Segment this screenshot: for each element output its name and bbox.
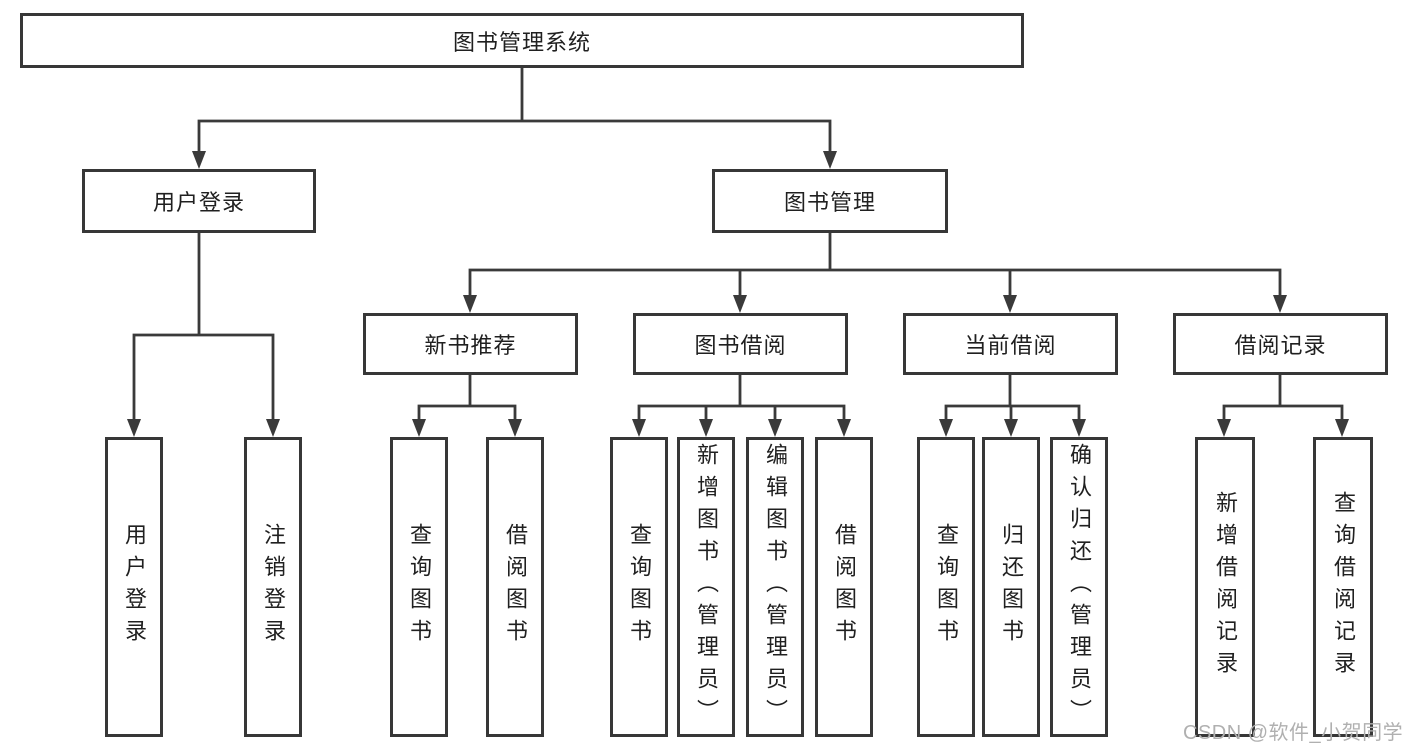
node-library-management-system: 图书管理系统: [20, 13, 1024, 68]
leaf-borrow-books-recommend: 借阅图书: [486, 437, 544, 737]
node-new-book-recommendation: 新书推荐: [363, 313, 578, 375]
node-label: 查询借阅记录: [1331, 491, 1356, 683]
node-label: 编辑图书（管理员）: [763, 443, 788, 731]
leaf-return-books: 归还图书: [982, 437, 1040, 737]
leaf-user-login: 用户登录: [105, 437, 163, 737]
csdn-watermark: CSDN @软件_小贺同学: [1183, 722, 1404, 744]
leaf-borrow-books-borrowing: 借阅图书: [815, 437, 873, 737]
node-label: 注销登录: [261, 523, 286, 651]
node-label: 归还图书: [999, 523, 1024, 651]
node-label: 图书管理系统: [452, 29, 591, 55]
node-label: 用户登录: [122, 523, 147, 651]
node-label: 当前借阅: [964, 333, 1057, 358]
node-label: 借阅图书: [503, 523, 528, 651]
node-label: 用户登录: [152, 190, 245, 215]
leaf-query-books-current: 查询图书: [917, 437, 975, 737]
leaf-query-borrow-record: 查询借阅记录: [1313, 437, 1373, 737]
node-book-management: 图书管理: [712, 169, 948, 233]
leaf-confirm-return-admin: 确认归还（管理员）: [1050, 437, 1108, 737]
leaf-query-books-borrowing: 查询图书: [610, 437, 668, 737]
node-book-borrowing: 图书借阅: [633, 313, 848, 375]
node-label: 查询图书: [407, 523, 432, 651]
node-borrowing-records: 借阅记录: [1173, 313, 1388, 375]
node-label: 新书推荐: [424, 333, 517, 358]
node-label: 新增图书（管理员）: [694, 443, 719, 731]
node-label: 图书管理: [783, 190, 876, 215]
leaf-add-books-admin: 新增图书（管理员）: [677, 437, 735, 737]
leaf-query-books-recommend: 查询图书: [390, 437, 448, 737]
leaf-logout: 注销登录: [244, 437, 302, 737]
node-label: 查询图书: [627, 523, 652, 651]
node-label: 借阅记录: [1234, 333, 1327, 358]
leaf-add-borrow-record: 新增借阅记录: [1195, 437, 1255, 737]
node-label: 查询图书: [934, 523, 959, 651]
node-user-login: 用户登录: [82, 169, 316, 233]
node-label: 确认归还（管理员）: [1067, 443, 1092, 731]
node-label: 借阅图书: [832, 523, 857, 651]
node-label: 图书借阅: [694, 333, 787, 358]
leaf-edit-books-admin: 编辑图书（管理员）: [746, 437, 804, 737]
node-label: 新增借阅记录: [1213, 491, 1238, 683]
node-current-borrowing: 当前借阅: [903, 313, 1118, 375]
